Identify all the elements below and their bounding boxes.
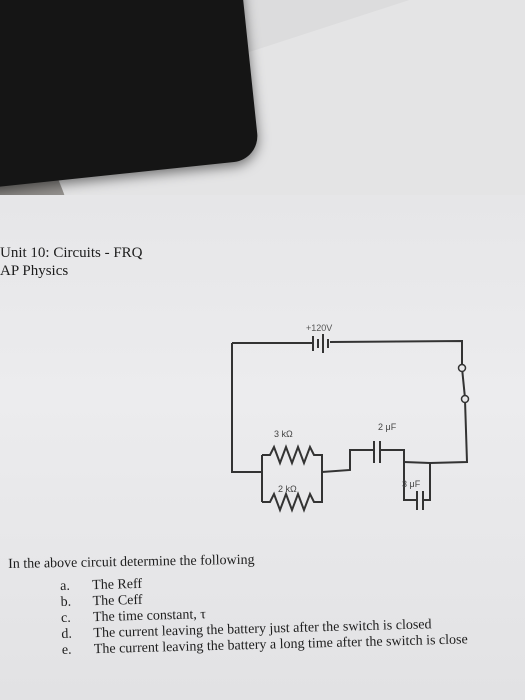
- question-letter: e.: [61, 642, 72, 658]
- capacitor-3uF-label: 3 μF: [402, 479, 421, 489]
- circuit-wire-left: [231, 343, 262, 473]
- capacitor-2uF-label: 2 μF: [378, 422, 397, 432]
- resistor-3k: [262, 444, 323, 472]
- capacitor-2uF: [349, 441, 405, 463]
- header-unit-title: Unit 10: Circuits - FRQ: [0, 245, 143, 261]
- question-text: The Reff: [91, 576, 143, 594]
- circuit-wire-middle: [321, 462, 351, 473]
- header-course: AP Physics: [0, 263, 69, 279]
- question-letter: a.: [60, 578, 71, 594]
- switch-arm: [461, 367, 466, 399]
- resistor-2k-label: 2 kΩ: [278, 484, 297, 494]
- worksheet-paper: [0, 195, 525, 700]
- question-letter: c.: [60, 610, 71, 626]
- capacitor-3uF: [403, 462, 431, 510]
- resistor-3k-label: 3 kΩ: [274, 429, 293, 439]
- question-text: The Ceff: [92, 592, 143, 610]
- question-letter: b.: [60, 594, 72, 610]
- battery-label: +120V: [306, 323, 332, 333]
- resistor-2k: [262, 472, 323, 513]
- question-list: a. The Reff b. The Ceff c. The time constan…: [60, 568, 468, 659]
- question-text: The time constant, τ: [92, 607, 207, 626]
- worksheet-header: Unit 10: Circuits - FRQ AP Physics: [0, 244, 143, 280]
- circuit-wire-top-right: [329, 339, 463, 368]
- question-letter: d.: [61, 626, 73, 642]
- switch-contact-top: [457, 363, 467, 373]
- circuit-wire-right: [429, 399, 469, 464]
- switch-contact-bottom: [460, 394, 470, 404]
- capacitor-3uF-lead: [403, 461, 431, 464]
